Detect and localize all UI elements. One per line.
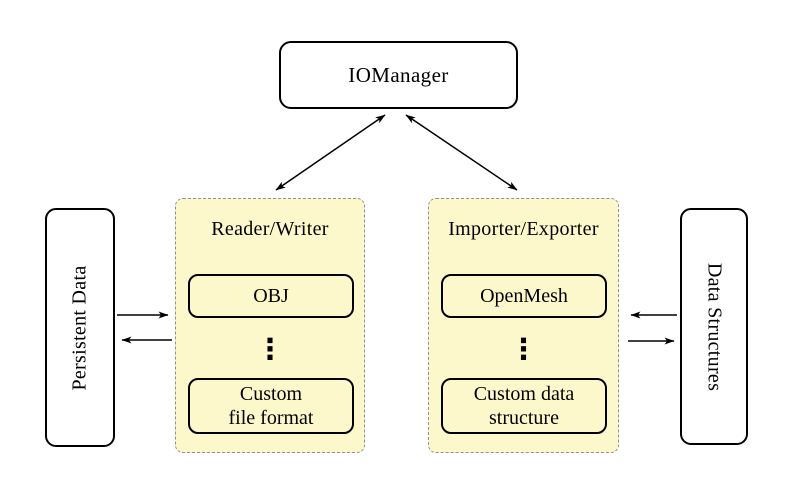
data-structures-box: Data Structures xyxy=(680,208,748,445)
iomanager-label: IOManager xyxy=(348,62,449,87)
obj-node: OBJ xyxy=(188,274,354,318)
vertical-ellipsis-icon: ⋮ xyxy=(255,332,285,366)
obj-label: OBJ xyxy=(253,285,289,307)
persistent-data-box: Persistent Data xyxy=(45,208,115,447)
custom-file-format-label: Custom file format xyxy=(228,383,314,429)
arrow-iomanager-importerexporter xyxy=(405,114,518,191)
custom-file-format-node: Custom file format xyxy=(188,378,354,434)
arrow-iomanager-readerwriter xyxy=(275,114,386,191)
custom-data-structure-label: Custom data structure xyxy=(473,383,575,429)
reader-writer-panel: Reader/Writer OBJ ⋮ Custom file format xyxy=(175,198,365,453)
importer-exporter-panel: Importer/Exporter OpenMesh ⋮ Custom data… xyxy=(428,198,619,453)
custom-data-structure-node: Custom data structure xyxy=(441,378,607,434)
importer-exporter-title: Importer/Exporter xyxy=(448,218,599,240)
persistent-data-label: Persistent Data xyxy=(68,264,91,391)
vertical-ellipsis-icon: ⋮ xyxy=(509,332,538,366)
openmesh-node: OpenMesh xyxy=(441,274,607,318)
reader-writer-title: Reader/Writer xyxy=(211,218,329,240)
iomanager-box: IOManager xyxy=(279,41,518,109)
data-structures-label: Data Structures xyxy=(703,262,726,391)
openmesh-label: OpenMesh xyxy=(480,285,568,307)
